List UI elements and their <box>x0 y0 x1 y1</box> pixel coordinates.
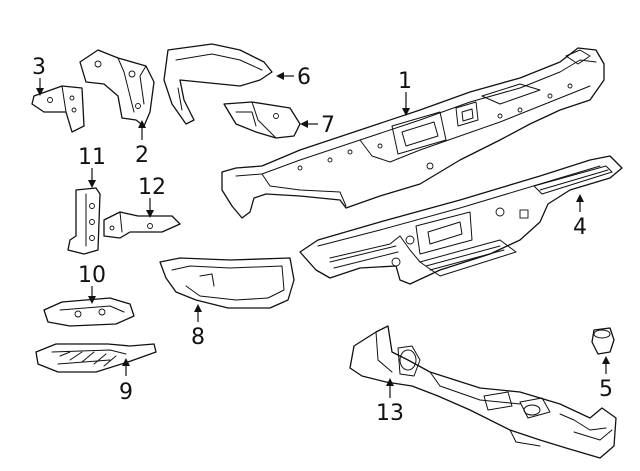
arrow-13 <box>386 378 394 386</box>
part-12-brace <box>103 211 181 239</box>
callout-12: 12 <box>138 175 166 200</box>
callout-4: 4 <box>573 215 587 240</box>
arrow-12 <box>146 210 154 218</box>
arrow-8 <box>194 304 202 312</box>
part-3-bracket <box>31 85 85 133</box>
arrow-7 <box>300 120 308 128</box>
part-1-bumper-face-bar <box>221 47 605 219</box>
arrow-1 <box>402 108 410 116</box>
arrow-4 <box>576 194 584 202</box>
part-10-step-insert <box>43 297 135 327</box>
arrow-9 <box>122 358 130 366</box>
callout-9: 9 <box>119 380 133 405</box>
callout-leaders <box>36 72 610 398</box>
arrow-3 <box>36 88 44 96</box>
callout-8: 8 <box>191 325 205 350</box>
part-13-frame-rail <box>349 325 617 459</box>
callout-6: 6 <box>297 65 311 90</box>
callout-7: 7 <box>321 113 335 138</box>
part-11-bracket <box>67 187 101 255</box>
part-5-bushing <box>591 327 615 355</box>
callout-labels: 1 2 3 4 5 6 7 8 9 10 11 12 13 <box>32 55 613 426</box>
part-7-bracket <box>223 101 301 139</box>
callout-3: 3 <box>32 55 46 80</box>
callout-13: 13 <box>376 401 404 426</box>
part-2-bracket <box>79 49 155 127</box>
callout-1: 1 <box>398 69 412 94</box>
callout-10: 10 <box>78 263 106 288</box>
part-4-step-pad <box>299 155 623 285</box>
arrow-6 <box>276 72 284 80</box>
callout-11: 11 <box>78 145 106 170</box>
arrow-11 <box>88 180 96 188</box>
arrow-5 <box>602 356 610 364</box>
callout-2: 2 <box>135 143 149 168</box>
part-6-cover <box>163 43 273 125</box>
callout-5: 5 <box>599 377 613 402</box>
part-9-step-grille <box>35 343 157 373</box>
arrow-10 <box>88 296 96 304</box>
arrow-2 <box>138 120 146 128</box>
part-8-end-cap <box>159 257 295 309</box>
